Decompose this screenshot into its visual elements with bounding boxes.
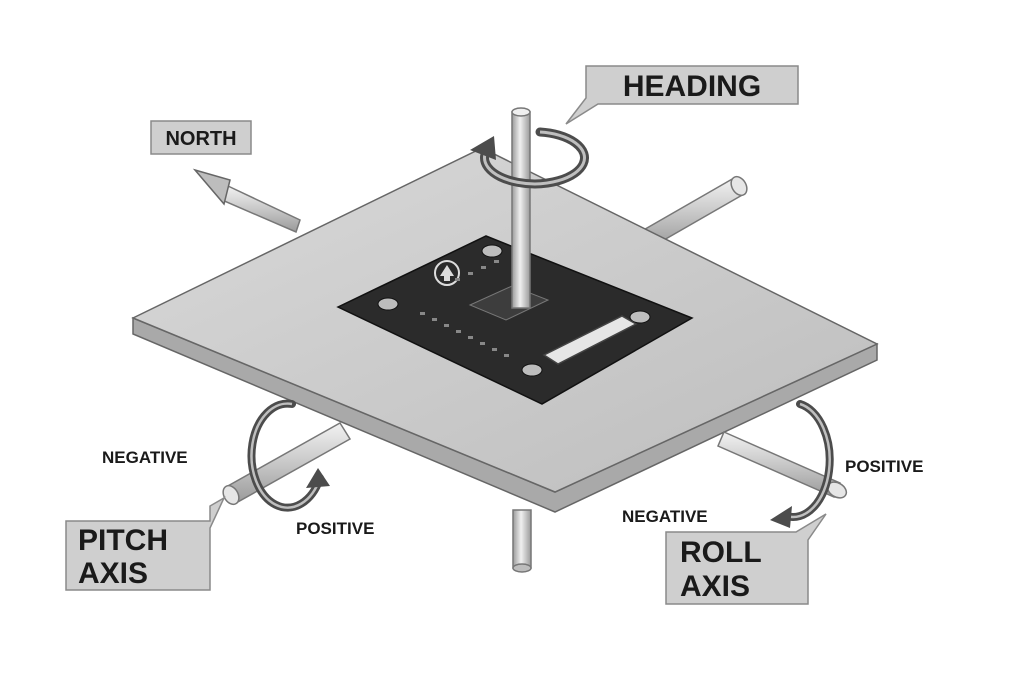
pitch-rotation-arrow-icon: [247, 399, 330, 512]
heading-callout: HEADING: [565, 65, 799, 125]
roll-axis-callout: ROLL AXIS: [665, 513, 827, 605]
pitch-negative-label: NEGATIVE: [102, 448, 188, 467]
vertical-axis-rod: [511, 111, 531, 309]
board-pins: [420, 260, 509, 357]
heading-rotation-arrow-icon: [470, 127, 589, 189]
north-label: NORTH: [165, 128, 236, 150]
vertical-axis-rod-bottom: [512, 509, 532, 569]
heading-label: HEADING: [623, 70, 761, 103]
pitch-axis-rod: [224, 421, 352, 505]
roll-positive-label: POSITIVE: [845, 457, 923, 476]
roll-rotation-arrow-icon: [770, 400, 834, 528]
north-axis-rod: [221, 184, 301, 234]
roll-axis-label-line1: ROLL: [680, 536, 762, 569]
arrow-logo-icon: [434, 260, 460, 286]
pitch-axis-callout: PITCH AXIS: [65, 496, 226, 591]
board-connector: [542, 315, 638, 365]
roll-axis-label-line2: AXIS: [680, 570, 750, 603]
north-arrow-head: [192, 168, 231, 206]
roll-negative-label: NEGATIVE: [622, 507, 708, 526]
board-mounting-holes: [377, 244, 651, 377]
sensor-board: [336, 235, 694, 405]
pitch-positive-label: POSITIVE: [296, 519, 374, 538]
pitch-axis-label-line2: AXIS: [78, 557, 148, 590]
pitch-axis-label-line1: PITCH: [78, 524, 168, 557]
north-callout: NORTH: [150, 120, 252, 155]
